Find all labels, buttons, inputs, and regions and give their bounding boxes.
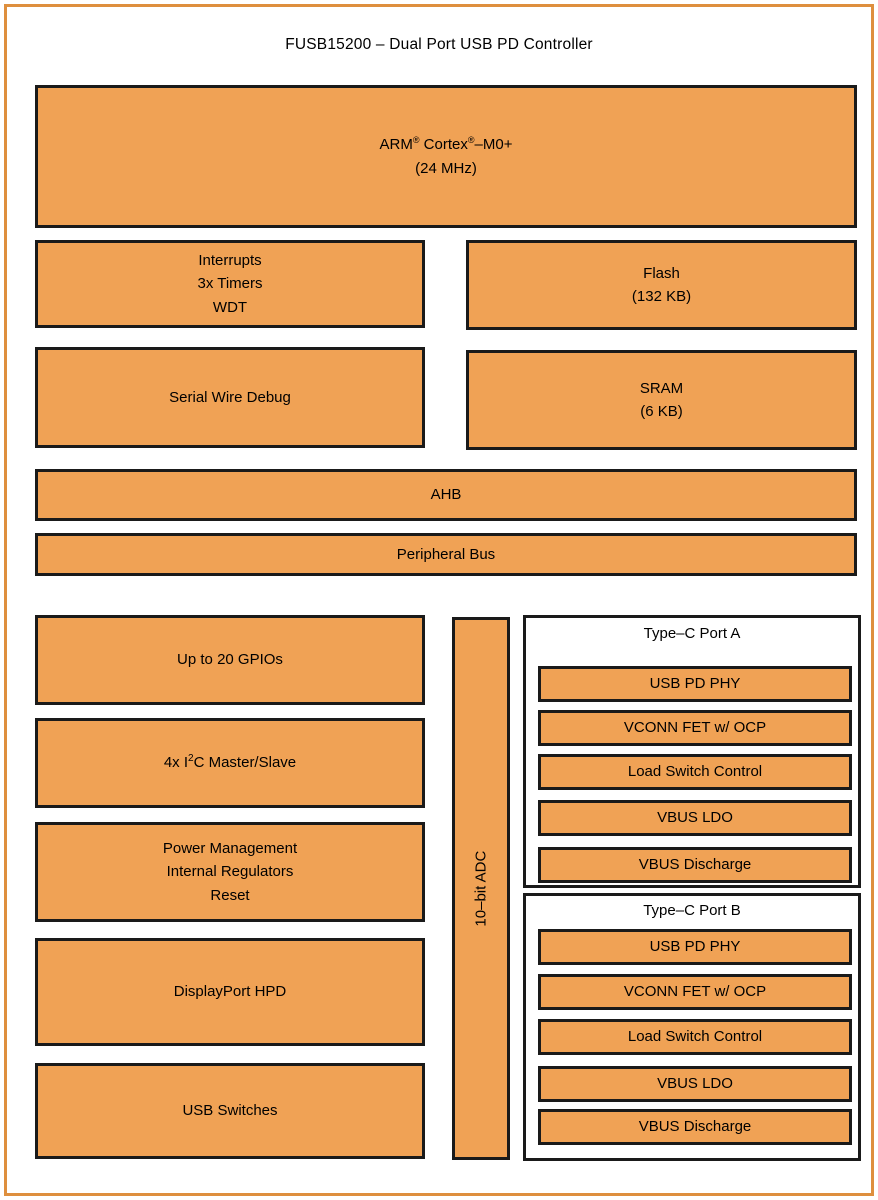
port-b-title: Type–C Port B xyxy=(643,902,741,919)
port-a-vbus-ldo: VBUS LDO xyxy=(538,800,852,836)
superscript-2: 2 xyxy=(188,753,194,765)
label-line: 3x Timers xyxy=(197,275,263,293)
i2c-text: 4x I xyxy=(163,754,189,772)
block-adc: 10–bit ADC xyxy=(452,617,510,1160)
label-line: VCONN FET w/ OCP xyxy=(623,983,767,1001)
port-a-title: Type–C Port A xyxy=(643,625,741,642)
i2c-label-line: 4x I2C Master/Slave xyxy=(164,751,296,774)
label-line: (6 KB) xyxy=(640,403,683,420)
block-arm-cortex: ARM® Cortex®–M0+ (24 MHz) xyxy=(35,85,857,228)
registered-mark: ® xyxy=(412,135,420,146)
block-i2c: 4x I2C Master/Slave xyxy=(35,718,425,808)
port-b-vconn-fet: VCONN FET w/ OCP xyxy=(538,974,852,1010)
block-flash: Flash (132 KB) xyxy=(466,240,857,330)
label-line: Interrupts xyxy=(198,252,262,270)
label-line: DisplayPort HPD xyxy=(173,983,287,1001)
label-line: Power Management xyxy=(162,840,298,858)
label-line: SRAM xyxy=(639,379,684,397)
label-line: USB Switches xyxy=(182,1102,278,1120)
m0plus-text: –M0+ xyxy=(474,136,513,154)
label-line: Flash xyxy=(643,264,680,282)
label-line: (132 KB) xyxy=(631,288,692,305)
label-line: AHB xyxy=(430,486,462,504)
port-a-load-switch-control: Load Switch Control xyxy=(538,754,852,790)
block-gpio: Up to 20 GPIOs xyxy=(35,615,425,705)
adc-label: 10–bit ADC xyxy=(472,850,490,927)
label-line: Serial Wire Debug xyxy=(169,388,291,406)
label-line: VCONN FET w/ OCP xyxy=(623,719,767,737)
label-line: Load Switch Control xyxy=(627,763,763,781)
port-a-vconn-fet: VCONN FET w/ OCP xyxy=(538,710,852,746)
block-peripheral-bus: Peripheral Bus xyxy=(35,533,857,576)
port-a-usb-pd-phy: USB PD PHY xyxy=(538,666,852,702)
cortex-text: Cortex xyxy=(419,136,468,154)
block-interrupts-timers-wdt: Interrupts 3x Timers WDT xyxy=(35,240,425,328)
block-displayport-hpd: DisplayPort HPD xyxy=(35,938,425,1046)
block-power-management: Power Management Internal Regulators Res… xyxy=(35,822,425,922)
label-line: USB PD PHY xyxy=(649,938,741,956)
block-sram: SRAM (6 KB) xyxy=(466,350,857,450)
arm-cortex-label-line1: ARM® Cortex®–M0+ xyxy=(380,133,513,156)
label-line: VBUS LDO xyxy=(657,1075,733,1093)
label-line: VBUS Discharge xyxy=(638,1118,752,1136)
label-line: VBUS Discharge xyxy=(638,856,752,874)
label-line: USB PD PHY xyxy=(649,675,741,693)
label-line: VBUS LDO xyxy=(657,809,733,827)
port-b-load-switch-control: Load Switch Control xyxy=(538,1019,852,1055)
block-ahb-bus: AHB xyxy=(35,469,857,521)
port-b-vbus-discharge: VBUS Discharge xyxy=(538,1109,852,1145)
port-b-usb-pd-phy: USB PD PHY xyxy=(538,929,852,965)
label-line: Peripheral Bus xyxy=(396,545,496,563)
label-line: WDT xyxy=(212,298,248,316)
block-usb-switches: USB Switches xyxy=(35,1063,425,1159)
group-type-c-port-b: Type–C Port B USB PD PHY VCONN FET w/ OC… xyxy=(523,893,861,1161)
label-line: Internal Regulators xyxy=(166,863,294,881)
diagram-title: FUSB15200 – Dual Port USB PD Controller xyxy=(285,36,593,53)
port-b-vbus-ldo: VBUS LDO xyxy=(538,1066,852,1102)
block-serial-wire-debug: Serial Wire Debug xyxy=(35,347,425,448)
label-line: Up to 20 GPIOs xyxy=(177,651,283,669)
port-a-vbus-discharge: VBUS Discharge xyxy=(538,847,852,883)
group-type-c-port-a: Type–C Port A USB PD PHY VCONN FET w/ OC… xyxy=(523,615,861,888)
arm-text: ARM xyxy=(379,136,413,154)
outer-frame xyxy=(4,4,874,1196)
label-line: Load Switch Control xyxy=(627,1028,763,1046)
master-slave-text: C Master/Slave xyxy=(193,754,297,772)
registered-mark: ® xyxy=(467,135,475,146)
label-line: Reset xyxy=(210,886,250,904)
arm-cortex-label-line2: (24 MHz) xyxy=(415,159,477,177)
